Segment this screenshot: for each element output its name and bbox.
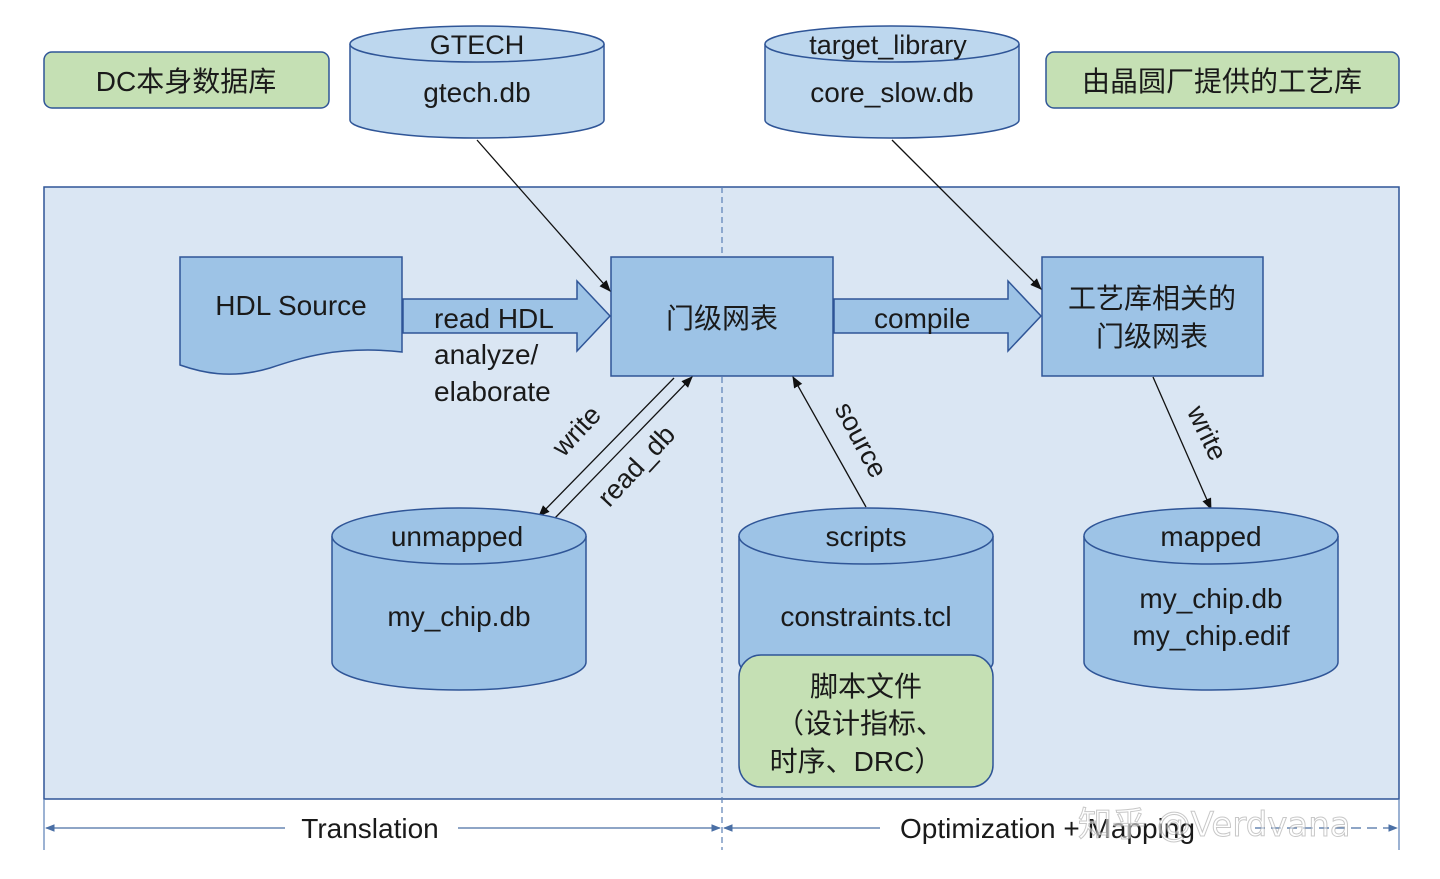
svg-text:DC本身数据库: DC本身数据库 xyxy=(96,66,276,97)
write-unmapped-arrow xyxy=(538,377,675,517)
script-note: 脚本文件 （设计指标、 时序、DRC） xyxy=(738,654,994,788)
scripts-database: scripts constraints.tcl xyxy=(738,507,994,691)
analyze-label: analyze/ xyxy=(434,339,539,370)
svg-text:my_chip.edif: my_chip.edif xyxy=(1132,620,1289,651)
gate-netlist-node: 门级网表 xyxy=(610,256,834,377)
svg-text:时序、DRC）: 时序、DRC） xyxy=(770,746,943,777)
svg-text:my_chip.db: my_chip.db xyxy=(387,601,530,632)
svg-text:GTECH: GTECH xyxy=(430,30,525,60)
target-library-database: target_library core_slow.db xyxy=(764,25,1020,139)
gtech-to-netlist-arrow xyxy=(476,139,611,292)
read-hdl-arrow xyxy=(402,279,612,353)
svg-text:门级网表: 门级网表 xyxy=(1096,321,1208,352)
dc-library-label: DC本身数据库 xyxy=(43,51,330,109)
svg-text:target_library: target_library xyxy=(809,30,967,60)
target-to-tech-netlist-arrow xyxy=(891,139,1042,290)
compile-arrow xyxy=(833,279,1043,353)
svg-text:由晶圆厂提供的工艺库: 由晶圆厂提供的工艺库 xyxy=(1082,66,1362,97)
hdl-source-node: HDL Source xyxy=(179,256,403,375)
source-arrow xyxy=(792,375,867,508)
watermark: 知乎 @Verdvana xyxy=(1078,805,1351,845)
svg-text:mapped: mapped xyxy=(1160,521,1261,552)
tech-netlist-node: 工艺库相关的 门级网表 xyxy=(1041,256,1264,377)
svg-text:scripts: scripts xyxy=(826,521,907,552)
fab-library-label: 由晶圆厂提供的工艺库 xyxy=(1045,51,1400,109)
svg-text:gtech.db: gtech.db xyxy=(423,77,530,108)
write-mapped-arrow xyxy=(1152,376,1212,511)
gtech-database: GTECH gtech.db xyxy=(349,25,605,139)
mapped-database: mapped my_chip.db my_chip.edif xyxy=(1083,507,1339,691)
read-db-arrow xyxy=(553,376,693,520)
unmapped-database: unmapped my_chip.db xyxy=(331,507,587,691)
svg-text:constraints.tcl: constraints.tcl xyxy=(780,601,951,632)
svg-text:unmapped: unmapped xyxy=(391,521,523,552)
svg-text:工艺库相关的: 工艺库相关的 xyxy=(1068,283,1236,314)
svg-text:（设计指标、: （设计指标、 xyxy=(776,708,944,739)
svg-text:core_slow.db: core_slow.db xyxy=(810,77,973,108)
svg-text:门级网表: 门级网表 xyxy=(666,303,778,334)
compile-label: compile xyxy=(874,303,970,334)
read-hdl-label: read HDL xyxy=(434,303,554,334)
optimization-label: Optimization + Mapping xyxy=(900,813,1195,844)
translation-label: Translation xyxy=(301,813,438,844)
elaborate-label: elaborate xyxy=(434,376,551,407)
svg-text:HDL Source: HDL Source xyxy=(215,290,366,321)
svg-text:脚本文件: 脚本文件 xyxy=(810,671,922,702)
svg-text:my_chip.db: my_chip.db xyxy=(1139,583,1282,614)
